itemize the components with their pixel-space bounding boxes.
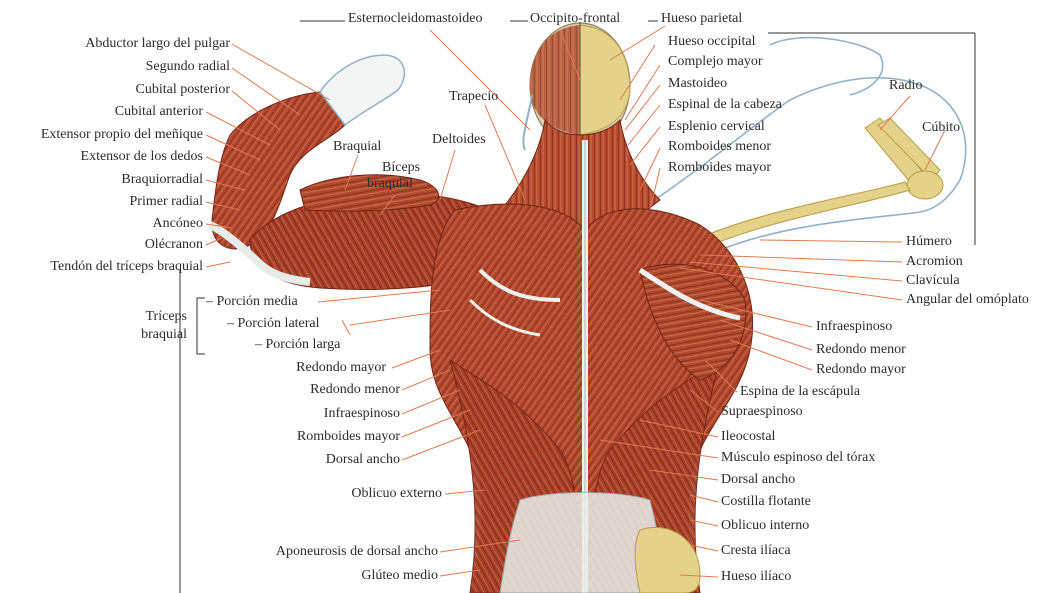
label-espinoso-torax: Músculo espinoso del tórax	[721, 450, 875, 466]
label-braquiorradial: Braquiorradial	[121, 172, 203, 188]
label-espinal-cabeza: Espinal de la cabeza	[668, 97, 782, 113]
label-complejo-mayor: Complejo mayor	[668, 54, 763, 70]
label-gluteo-medio: Glúteo medio	[361, 568, 438, 584]
label-supraespinoso: Supraespinoso	[721, 404, 803, 420]
label-costilla-flotante: Costilla flotante	[721, 494, 811, 510]
label-redondo-menor-right: Redondo menor	[816, 342, 906, 358]
label-infraespinoso-left: Infraespinoso	[324, 406, 400, 422]
label-deltoides: Deltoides	[432, 132, 486, 148]
label-biceps-2: braquial	[367, 176, 413, 192]
label-hueso-iliaco: Hueso ilíaco	[721, 569, 791, 585]
label-acromion: Acromion	[906, 254, 963, 270]
label-olecranon: Olécranon	[145, 237, 203, 253]
label-occipito-frontal: Occipito-frontal	[530, 11, 620, 27]
label-extensor-dedos: Extensor de los dedos	[81, 149, 203, 165]
label-romboides-menor-right: Romboides menor	[668, 139, 771, 155]
label-humero: Húmero	[906, 234, 952, 250]
label-oblicuo-interno: Oblicuo interno	[721, 518, 809, 534]
label-clavicula: Clavícula	[906, 273, 960, 289]
label-anconeo: Ancóneo	[152, 216, 203, 232]
label-hueso-parietal: Hueso parietal	[661, 11, 742, 27]
label-porcion-media: – Porción media	[206, 294, 298, 310]
label-mastoideo: Mastoideo	[668, 76, 727, 92]
label-porcion-larga: – Porción larga	[255, 337, 340, 353]
label-abductor-largo-pulgar: Abductor largo del pulgar	[85, 36, 230, 52]
label-romboides-mayor-left: Romboides mayor	[297, 429, 400, 445]
label-cubital-anterior: Cubital anterior	[115, 104, 203, 120]
label-segundo-radial: Segundo radial	[146, 59, 230, 75]
label-triceps-2: braquial	[141, 327, 187, 343]
label-hueso-occipital: Hueso occipital	[668, 34, 755, 50]
label-esternocleidomastoideo: Esternocleidomastoideo	[348, 11, 483, 27]
label-romboides-mayor-right: Romboides mayor	[668, 160, 771, 176]
label-oblicuo-externo: Oblicuo externo	[351, 486, 442, 502]
label-trapecio: Trapecio	[449, 89, 498, 105]
label-infraespinoso-right: Infraespinoso	[816, 319, 892, 335]
label-tendon-triceps: Tendón del tríceps braquial	[50, 259, 203, 275]
label-primer-radial: Primer radial	[130, 194, 203, 210]
label-triceps-1: Tríceps	[146, 309, 188, 325]
label-cubital-posterior: Cubital posterior	[136, 82, 231, 98]
label-dorsal-ancho-left: Dorsal ancho	[326, 452, 400, 468]
label-extensor-propio-menique: Extensor propio del meñique	[41, 127, 203, 143]
label-aponeurosis: Aponeurosis de dorsal ancho	[276, 544, 438, 560]
label-ileocostal: Ileocostal	[721, 429, 775, 445]
label-esplenio-cervical: Esplenio cervical	[668, 119, 765, 135]
label-radio: Radio	[889, 78, 922, 94]
label-cubito: Cúbito	[922, 120, 960, 136]
label-cresta-iliaca: Cresta ilíaca	[721, 543, 791, 559]
label-biceps-1: Bíceps	[382, 160, 420, 176]
label-dorsal-ancho-right: Dorsal ancho	[721, 472, 795, 488]
label-redondo-mayor-right: Redondo mayor	[816, 362, 906, 378]
label-braquial: Braquial	[333, 139, 381, 155]
label-redondo-mayor-left: Redondo mayor	[296, 360, 386, 376]
triceps-bracket	[197, 298, 205, 354]
label-redondo-menor-left: Redondo menor	[310, 382, 400, 398]
label-porcion-lateral: – Porción lateral	[227, 316, 320, 332]
label-espina-escapula: Espina de la escápula	[740, 384, 860, 400]
label-angular-omoplato: Angular del omóplato	[906, 292, 1029, 308]
